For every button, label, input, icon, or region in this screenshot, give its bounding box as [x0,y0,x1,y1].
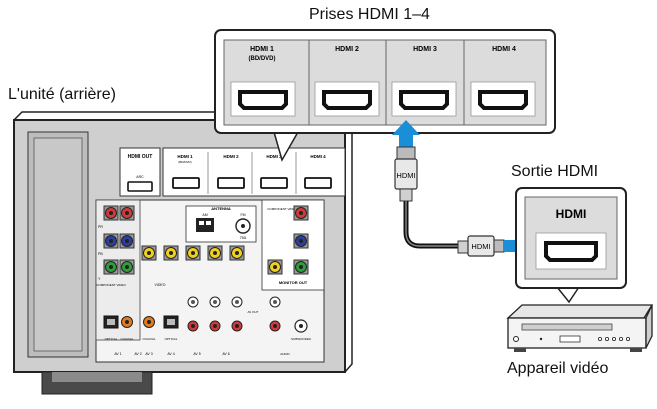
hdmi4-jack [470,81,536,117]
antenna-label: ANTENNA [211,206,231,211]
arc-label: ARC [136,175,144,179]
callout-pointer [273,131,299,162]
cable-plug-top-label: HDMI [396,171,415,180]
fm-label: FM [240,213,245,217]
hdmi-small-jacks [172,177,332,189]
hdmi1-sub-label: (BD/DVD) [249,56,276,62]
device-hdmi-jack [544,241,598,262]
digital-audio-jacks: OPTICAL COAXIAL COAXIAL OPTICAL SUBWOOFE… [103,315,312,341]
unit-rear-label: L'unité (arrière) [8,86,116,103]
av1-label: AV 1 [114,352,121,356]
device-hdmi-label: HDMI [556,207,587,221]
audio-label: AUDIO [280,352,290,356]
av2-label: AV 2 [134,352,141,356]
component-video-jacks: PR PB Y COMPONENT VIDEO [95,199,141,341]
hdmi-zoom-callout: HDMI 1 (BD/DVD) HDMI 2 HDMI 3 HDMI 4 [214,29,556,162]
av4-label: AV 4 [167,352,174,356]
video-device [506,304,654,352]
monitor-out-label: MONITOR OUT [279,280,308,285]
subwoofer-label: SUBWOOFER [291,337,312,341]
av5-label: AV 5 [193,352,200,356]
hdmi1-label: HDMI 1 [250,46,274,53]
ohm-label: 75Ω [240,236,247,240]
av-labels-row: AV 1 AV 2 AV 3 AV 4 AV 5 AV 6 [114,352,229,356]
am-label: AM [202,213,207,217]
hdmi1-jack [230,81,296,117]
device-callout-pointer [556,286,580,304]
video-device-label: Appareil vidéo [507,360,609,377]
up-arrow-icon [392,120,420,148]
hdmi-output-label: Sortie HDMI [511,163,599,180]
device-hdmi-callout: HDMI [515,187,627,304]
coaxial-label-2: COAXIAL [142,337,155,341]
hdmi3-label: HDMI 3 [413,46,437,53]
hdmi3-small-label: HDMI 3 [266,154,282,159]
hdmi2-jack [314,81,380,117]
audio-jacks: AV OUT AUDIO [187,296,290,356]
pr-label: PR [98,225,103,229]
cable-plug-bottom-label: HDMI [471,242,490,251]
optical-label-2: OPTICAL [165,337,178,341]
coaxial-label-1: COAXIAL [120,337,133,341]
hdmi4-small-label: HDMI 4 [310,154,326,159]
hdmi-out-jack [127,181,153,192]
hdmi-jacks-title: Prises HDMI 1–4 [309,6,430,23]
hdmi3-jack [391,81,457,117]
av3-label: AV 3 [145,352,152,356]
hdmi4-label: HDMI 4 [492,46,516,53]
monitor-out-block: COMPONENT VIDEO MONITOR OUT [261,199,325,291]
video-label: VIDEO [155,283,166,287]
disc-tray [521,323,613,331]
hdmi2-label: HDMI 2 [335,46,359,53]
hdmi-out-label: HDMI OUT [128,154,153,160]
receiver-rear-panel: HDMI OUT ARC HDMI 1 (BD/DVD) HDMI 2 HDMI… [13,111,353,395]
hdmi1-small-sub: (BD/DVD) [178,160,191,164]
antenna-block: ANTENNA AM FM 75Ω [185,205,257,243]
optical-label-1: OPTICAL [105,337,118,341]
pb-label: PB [98,252,103,256]
av-out-label: AV OUT [248,310,259,314]
hdmi2-small-label: HDMI 2 [223,154,239,159]
hdmi-cable: HDMI HDMI [392,120,533,259]
video-jacks: VIDEO [141,245,245,287]
av6-label: AV 6 [222,352,229,356]
component-video-label: COMPONENT VIDEO [96,283,126,287]
hdmi1-small-label: HDMI 1 [177,154,193,159]
monitor-component-label: COMPONENT VIDEO [267,207,297,211]
y-label: Y [98,277,101,281]
